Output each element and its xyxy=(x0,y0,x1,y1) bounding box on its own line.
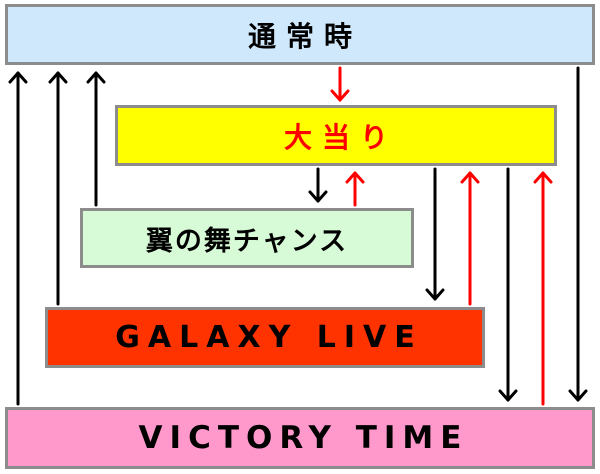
arrow-jackpot-to-wing-chance xyxy=(308,167,328,203)
arrow-normal-to-victory-time xyxy=(568,66,588,402)
arrow-wing-chance-to-normal xyxy=(86,71,106,207)
state-jackpot: 大当り xyxy=(115,105,557,166)
arrow-victory-time-to-jackpot xyxy=(533,171,553,406)
arrow-victory-time-to-normal xyxy=(8,71,28,406)
state-victory-time: VICTORY TIME xyxy=(5,407,595,469)
arrow-jackpot-to-galaxy-live xyxy=(425,167,445,301)
arrow-normal-to-jackpot xyxy=(330,66,350,102)
state-galaxy-live: GALAXY LIVE xyxy=(45,307,485,368)
state-normal: 通常時 xyxy=(5,4,595,65)
arrow-galaxy-live-to-jackpot xyxy=(460,171,480,306)
state-wing-chance: 翼の舞チャンス xyxy=(80,208,414,268)
arrow-wing-chance-to-jackpot xyxy=(345,171,365,207)
arrow-galaxy-live-to-normal xyxy=(48,71,68,306)
arrow-jackpot-to-victory-time xyxy=(498,167,518,402)
